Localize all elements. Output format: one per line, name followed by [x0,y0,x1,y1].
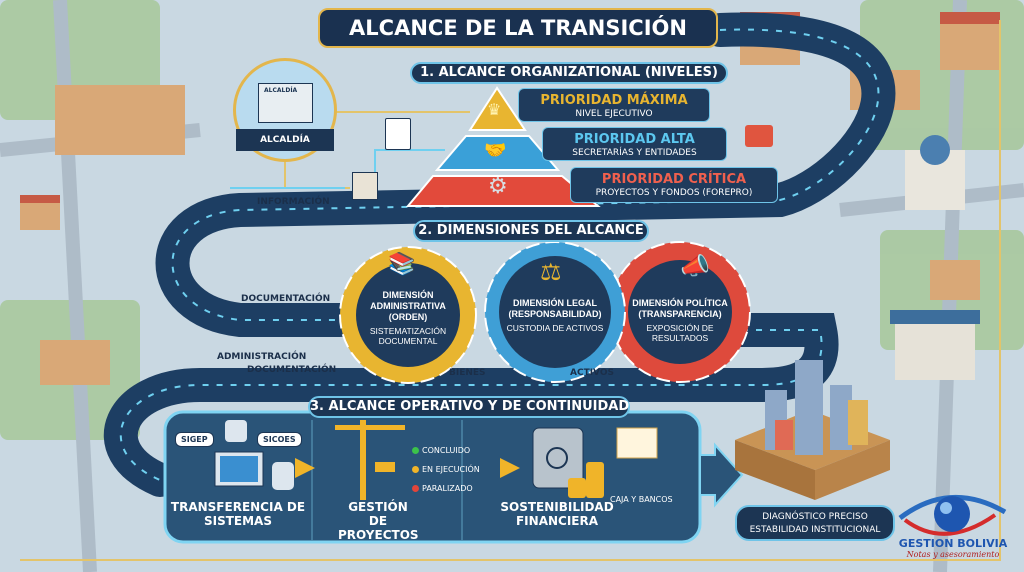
level-subtitle: NIVEL EJECUTIVO [575,109,653,119]
dimension-desc: EXPOSICIÓN DE RESULTADOS [646,323,714,343]
page-title: ALCANCE DE LA TRANSICIÓN [318,8,718,48]
flow-label-administracion: ADMINISTRACIÓN [217,352,307,362]
logo-tagline: Notas y asesoramiento [906,550,1000,559]
megaphone-icon: 📣 [680,252,710,280]
level-title: PRIORIDAD MÁXIMA [540,93,688,108]
section1-title: 1. ALCANCE ORGANIZATIONAL (NIVELES) [410,62,728,84]
alcaldia-sign: ALCALDÍA [264,87,298,94]
result-line-1: DIAGNÓSTICO PRECISO [762,512,868,522]
flow-label-activos: ACTIVOS [570,368,614,378]
level-title: PRIORIDAD ALTA [574,132,695,147]
level-prioridad-maxima: PRIORIDAD MÁXIMA NIVEL EJECUTIVO [518,88,710,122]
briefcase-icon [745,125,773,147]
section3-title: 3. ALCANCE OPERATIVO Y DE CONTINUIDAD [308,396,630,418]
dimension-title: DIMENSIÓN ADMINISTRATIVA (ORDEN) [370,290,446,322]
status-text: PARALIZADO [422,484,473,493]
status-text: CONCLUIDO [422,446,471,455]
section2-title: 2. DIMENSIONES DEL ALCANCE [413,220,649,242]
sostenibilidad-financiera-label: SOSTENIBILIDAD FINANCIERA [500,500,614,528]
green-dot-icon [412,447,419,454]
result-line-2: ESTABILIDAD INSTITUCIONAL [749,525,881,535]
city-hall-icon [258,83,313,123]
alcaldia-label: ALCALDÍA [236,129,334,151]
level-prioridad-critica: PRIORIDAD CRÍTICA PROYECTOS Y FONDOS (FO… [570,167,778,203]
sigep-tag: SIGEP [175,432,214,447]
flow-label-informacion: INFORMACIÓN [257,197,330,207]
transferencia-sistemas-label: TRANSFERENCIA DE SISTEMAS [170,500,306,528]
crown-icon: ♛ [487,100,502,119]
sicoes-tag: SICOES [257,432,302,447]
status-en-ejecucion: EN EJECUCIÓN [412,465,480,474]
logo-name: GESTION BOLIVIA [898,537,1008,550]
dimension-desc: SISTEMATIZACIÓN DOCUMENTAL [369,326,447,346]
scales-icon: ⚖ [540,258,562,286]
dimension-legal: DIMENSIÓN LEGAL (RESPONSABILIDAD) CUSTOD… [504,298,606,333]
level-subtitle: PROYECTOS Y FONDOS (FOREPRO) [595,188,753,198]
dimension-desc: CUSTODIA DE ACTIVOS [506,323,604,333]
caja-bancos-label: CAJA Y BANCOS [610,495,673,504]
result-badge: DIAGNÓSTICO PRECISO ESTABILIDAD INSTITUC… [735,505,895,541]
alcaldia-badge: ALCALDÍA ALCALDÍA [233,58,337,162]
handshake-icon: 🤝 [484,140,507,161]
flow-label-documentacion: DOCUMENTACIÓN [241,294,331,304]
level-subtitle: SECRETARÍAS Y ENTIDADES [572,148,697,158]
dimension-politica: DIMENSIÓN POLÍTICA (TRANSPARENCIA) EXPOS… [632,298,728,343]
logo: GESTION BOLIVIA Notas y asesoramiento [898,537,1008,559]
dimension-title: DIMENSIÓN LEGAL (RESPONSABILIDAD) [508,298,602,319]
gears-icon: ⚙ [488,174,508,199]
binders-icon: 📚 [388,252,416,277]
status-concluido: CONCLUIDO [412,446,470,455]
yellow-dot-icon [412,466,419,473]
flow-label-documentacion-2: DOCUMENTACIÓN [247,365,337,375]
document-icon [385,118,411,150]
status-paralizado: PARALIZADO [412,484,473,493]
flow-label-bienes: BIENES [449,368,486,378]
level-prioridad-alta: PRIORIDAD ALTA SECRETARÍAS Y ENTIDADES [542,127,727,161]
red-dot-icon [412,485,419,492]
level-title: PRIORIDAD CRÍTICA [601,172,747,187]
building-icon [352,172,378,200]
status-text: EN EJECUCIÓN [422,465,480,474]
gestion-proyectos-label: GESTIÓN DE PROYECTOS [338,500,419,542]
dimension-administrativa: DIMENSIÓN ADMINISTRATIVA (ORDEN) SISTEMA… [362,290,454,346]
dimension-title: DIMENSIÓN POLÍTICA (TRANSPARENCIA) [632,298,728,319]
